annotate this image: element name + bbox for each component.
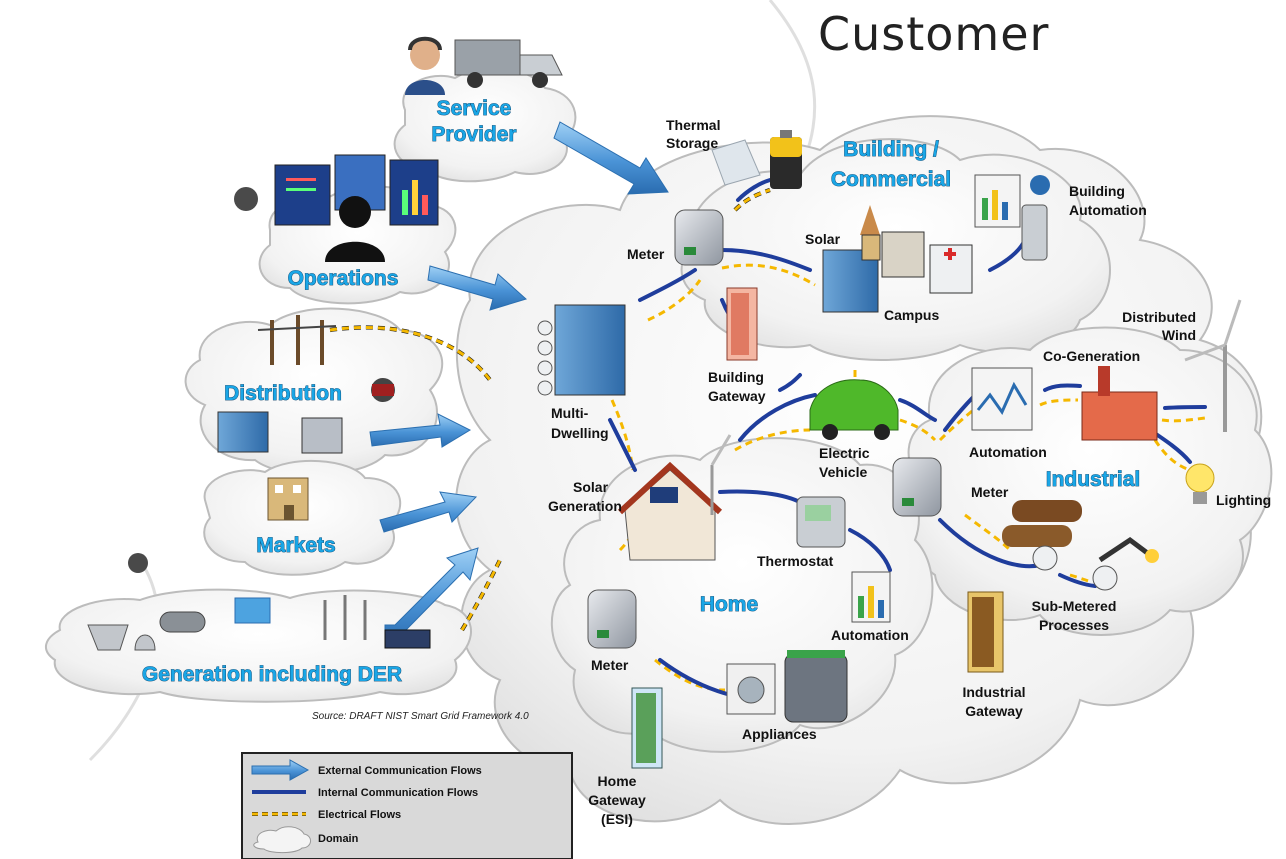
- label-meter-building: Meter: [627, 246, 665, 262]
- legend-label-external: External Communication Flows: [318, 765, 482, 777]
- label-sub-metered-2: Processes: [1039, 617, 1109, 633]
- domain-label-service-provider-1: Service: [437, 97, 512, 120]
- co-generation-plant-icon: [1081, 366, 1158, 441]
- label-distributed-wind-1: Distributed: [1122, 309, 1196, 325]
- label-solar-generation-2: Generation: [548, 498, 622, 514]
- legend-label-internal: Internal Communication Flows: [318, 787, 478, 799]
- label-automation-home: Automation: [831, 627, 909, 643]
- arrow-distribution: [369, 413, 472, 448]
- power-poles-icon: [257, 315, 337, 365]
- label-building-automation-1: Building: [1069, 183, 1125, 199]
- utility-truck-icon: [454, 39, 563, 88]
- arrow-operations: [427, 265, 527, 311]
- domain-label-home: Home: [700, 593, 758, 616]
- label-industrial-gateway-1: Industrial: [962, 684, 1025, 700]
- label-lighting: Lighting: [1216, 492, 1271, 508]
- label-home-gateway-1: Home: [598, 773, 637, 789]
- electrical-flows: [329, 188, 1206, 692]
- label-building-gateway-1: Building: [708, 369, 764, 385]
- building-automation-icon: [974, 174, 1050, 261]
- label-appliances: Appliances: [742, 726, 817, 742]
- legend-label-domain: Domain: [318, 833, 359, 845]
- transformer-icon: [371, 378, 395, 402]
- wind-turbines-gen-icon: [323, 595, 367, 640]
- label-home-gateway-2: Gateway: [588, 792, 646, 808]
- source-note: Source: DRAFT NIST Smart Grid Framework …: [312, 711, 529, 722]
- home-gateway-icon: [631, 687, 663, 769]
- domain-label-operations: Operations: [288, 267, 399, 290]
- distributed-wind-turbine-icon: [1184, 299, 1242, 432]
- domain-label-service-provider-2: Provider: [431, 123, 516, 146]
- label-meter-home: Meter: [591, 657, 629, 673]
- domain-label-markets: Markets: [256, 534, 335, 557]
- power-plant-icons: [87, 597, 431, 651]
- substation-icon: [217, 411, 343, 454]
- thermostat-icon: [796, 496, 846, 548]
- label-sub-metered-1: Sub-Metered: [1032, 598, 1117, 614]
- industrial-automation-icon: [971, 367, 1033, 431]
- operator-silhouette-icon: [325, 196, 385, 262]
- domain-cloud-icon: [253, 826, 311, 854]
- industrial-gateway-icon: [967, 591, 1004, 673]
- label-thermal-storage-2: Storage: [666, 135, 718, 151]
- label-campus: Campus: [884, 307, 939, 323]
- label-thermal-storage-1: Thermal: [666, 117, 720, 133]
- market-building-icon: [267, 477, 309, 521]
- legend: External Communication Flows Internal Co…: [241, 752, 573, 859]
- arrow-service-provider: [553, 121, 669, 195]
- technician-icon: [405, 36, 445, 95]
- home-automation-icon: [851, 571, 891, 623]
- external-flows: [369, 121, 669, 646]
- label-multi-dwelling-2: Dwelling: [551, 425, 609, 441]
- meter-icon-industrial: [892, 457, 942, 517]
- domain-label-distribution: Distribution: [224, 382, 342, 405]
- arrow-markets: [379, 491, 478, 533]
- label-solar-building: Solar: [805, 231, 841, 247]
- battery-icon: [770, 130, 802, 189]
- domain-label-building-1: Building /: [843, 138, 939, 161]
- thermal-storage-icon: [711, 139, 761, 186]
- label-meter-industrial: Meter: [971, 484, 1009, 500]
- meter-icon-building: [674, 209, 724, 266]
- electric-vehicle-icon: [809, 379, 899, 440]
- domain-label-generation: Generation including DER: [142, 663, 402, 686]
- external-flow-arrow-icon: [251, 759, 310, 781]
- label-electric-vehicle-1: Electric: [819, 445, 870, 461]
- label-thermostat: Thermostat: [757, 553, 834, 569]
- label-electric-vehicle-2: Vehicle: [819, 464, 867, 480]
- label-multi-dwelling-1: Multi-: [551, 405, 589, 421]
- domain-label-industrial: Industrial: [1046, 468, 1141, 491]
- meter-icon-home: [587, 589, 637, 649]
- house-solar-icon: [617, 461, 723, 561]
- home-wind-turbine-icon: [710, 434, 732, 515]
- diagram-title: Customer: [818, 7, 1049, 61]
- building-gateway-icon: [726, 287, 758, 361]
- control-monitors-icon: [274, 154, 439, 226]
- domain-label-building-2: Commercial: [831, 168, 951, 191]
- multi-dwelling-icon: [537, 304, 626, 396]
- lighting-bulb-icon: [1185, 463, 1215, 504]
- label-distributed-wind-2: Wind: [1162, 327, 1196, 343]
- appliances-icon: [726, 650, 848, 723]
- label-building-gateway-2: Gateway: [708, 388, 766, 404]
- label-co-generation: Co-Generation: [1043, 348, 1140, 364]
- label-industrial-gateway-2: Gateway: [965, 703, 1023, 719]
- label-building-automation-2: Automation: [1069, 202, 1147, 218]
- label-home-gateway-3: (ESI): [601, 811, 633, 827]
- campus-buildings-icon: [822, 205, 973, 313]
- sub-metered-processes-icon: [1002, 500, 1159, 591]
- legend-label-electrical: Electrical Flows: [318, 809, 401, 821]
- label-automation-industrial: Automation: [969, 444, 1047, 460]
- label-solar-generation-1: Solar: [573, 479, 609, 495]
